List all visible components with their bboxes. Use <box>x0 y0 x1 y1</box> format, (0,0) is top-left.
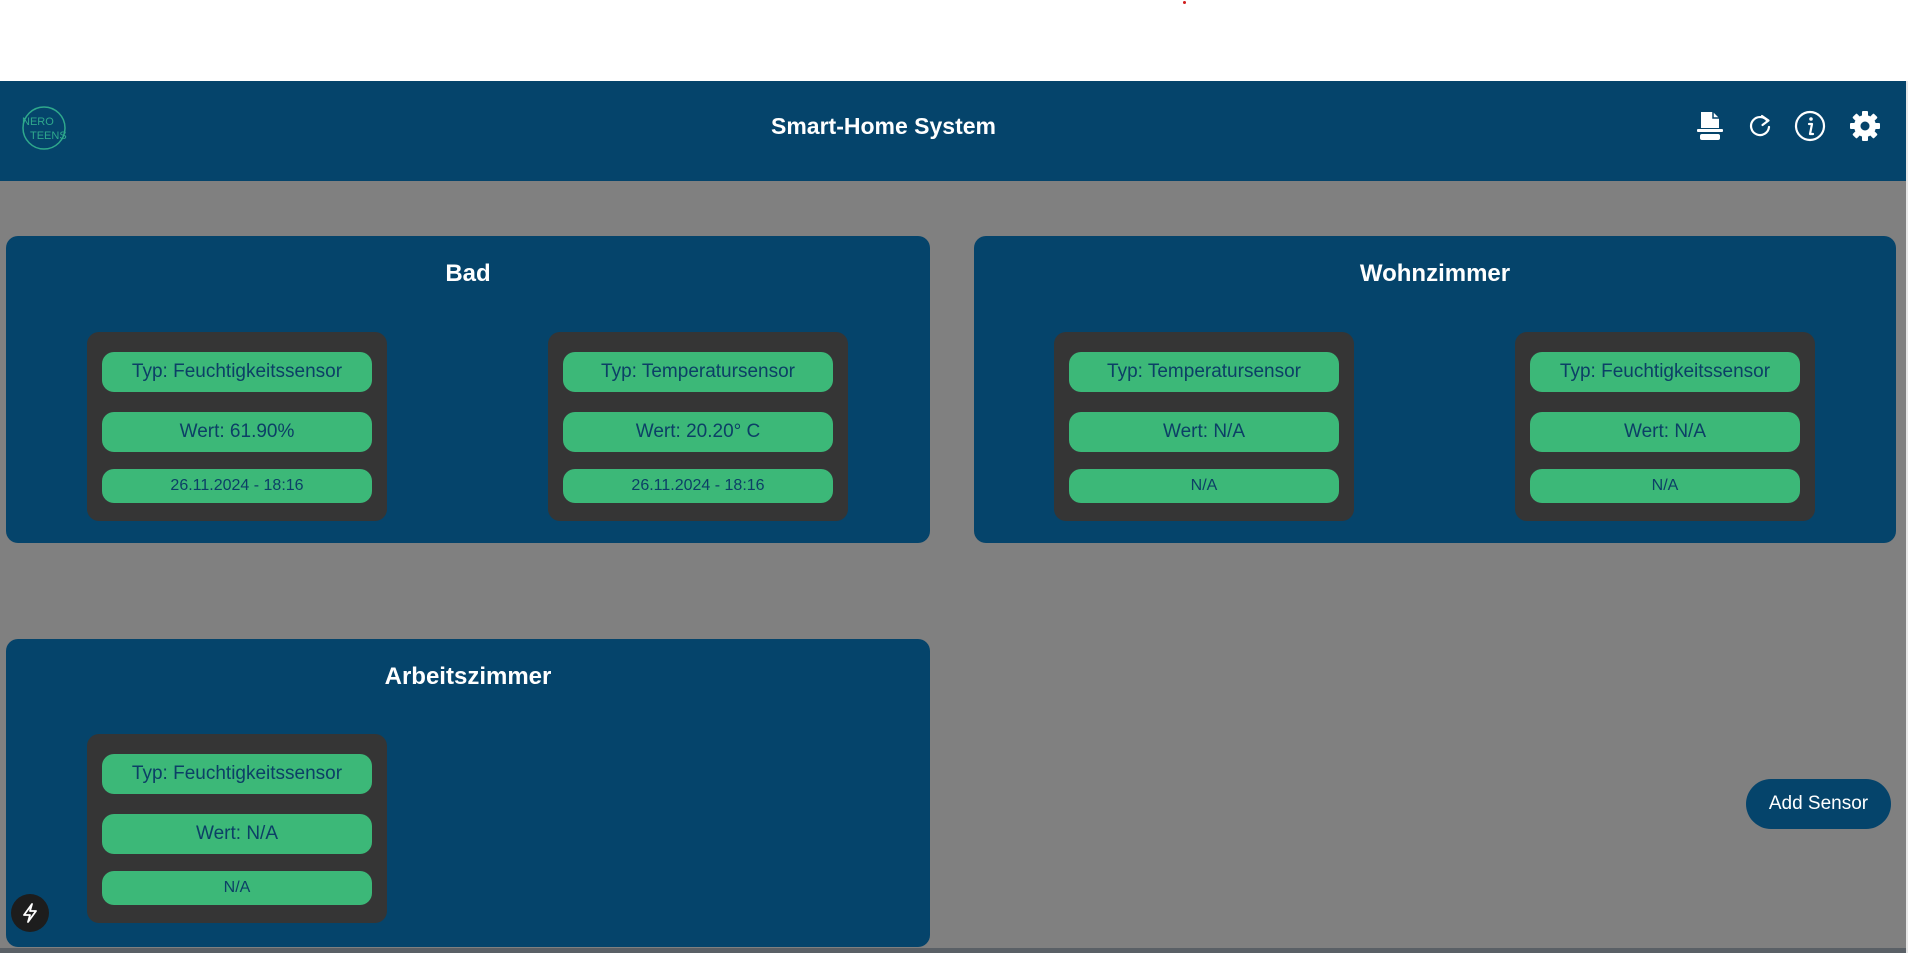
room-card-wohnzimmer: Wohnzimmer Typ: Temperatursensor Wert: N… <box>974 236 1896 543</box>
add-sensor-button[interactable]: Add Sensor <box>1746 779 1891 829</box>
browser-top-area <box>0 0 1908 81</box>
sensor-card[interactable]: Typ: Temperatursensor Wert: 20.20° C 26.… <box>548 332 848 521</box>
indicator-dot <box>1183 1 1186 4</box>
sensor-timestamp: 26.11.2024 - 18:16 <box>102 469 372 503</box>
sensor-value: Wert: 20.20° C <box>563 412 833 452</box>
room-title: Wohnzimmer <box>1359 260 1511 287</box>
sensor-value: Wert: N/A <box>1530 412 1800 452</box>
document-scanner-icon[interactable] <box>1691 107 1729 145</box>
app-root: NERO TEENS Smart-Home System <box>0 81 1908 953</box>
refresh-icon[interactable] <box>1741 107 1779 145</box>
bottom-edge <box>0 948 1908 953</box>
logo: NERO TEENS <box>18 105 70 151</box>
sensor-type: Typ: Temperatursensor <box>1069 352 1339 392</box>
sensor-value: Wert: N/A <box>102 814 372 854</box>
sensor-value: Wert: 61.90% <box>102 412 372 452</box>
room-card-bad: Bad Typ: Feuchtigkeitssensor Wert: 61.90… <box>6 236 930 543</box>
room-title: Bad <box>445 260 491 287</box>
sensor-type: Typ: Feuchtigkeitssensor <box>1530 352 1800 392</box>
sensor-timestamp: N/A <box>1530 469 1800 503</box>
page-title: Smart-Home System <box>771 113 996 139</box>
header-bar: NERO TEENS Smart-Home System <box>0 81 1906 181</box>
scrollbar[interactable] <box>1906 81 1908 953</box>
sensor-timestamp: N/A <box>1069 469 1339 503</box>
sensor-card[interactable]: Typ: Feuchtigkeitssensor Wert: N/A N/A <box>87 734 387 923</box>
sensor-timestamp: 26.11.2024 - 18:16 <box>563 469 833 503</box>
sensor-value: Wert: N/A <box>1069 412 1339 452</box>
lightning-bolt-icon[interactable] <box>11 894 49 932</box>
sensor-card[interactable]: Typ: Feuchtigkeitssensor Wert: 61.90% 26… <box>87 332 387 521</box>
sensor-type: Typ: Temperatursensor <box>563 352 833 392</box>
svg-text:NERO: NERO <box>22 116 54 128</box>
sensor-type: Typ: Feuchtigkeitssensor <box>102 352 372 392</box>
sensor-card[interactable]: Typ: Feuchtigkeitssensor Wert: N/A N/A <box>1515 332 1815 521</box>
sensor-timestamp: N/A <box>102 871 372 905</box>
gear-icon[interactable] <box>1846 107 1884 145</box>
room-card-arbeitszimmer: Arbeitszimmer Typ: Feuchtigkeitssensor W… <box>6 639 930 947</box>
sensor-card[interactable]: Typ: Temperatursensor Wert: N/A N/A <box>1054 332 1354 521</box>
sensor-type: Typ: Feuchtigkeitssensor <box>102 754 372 794</box>
room-title: Arbeitszimmer <box>384 663 552 690</box>
svg-text:TEENS: TEENS <box>30 130 67 142</box>
info-icon[interactable] <box>1791 107 1829 145</box>
